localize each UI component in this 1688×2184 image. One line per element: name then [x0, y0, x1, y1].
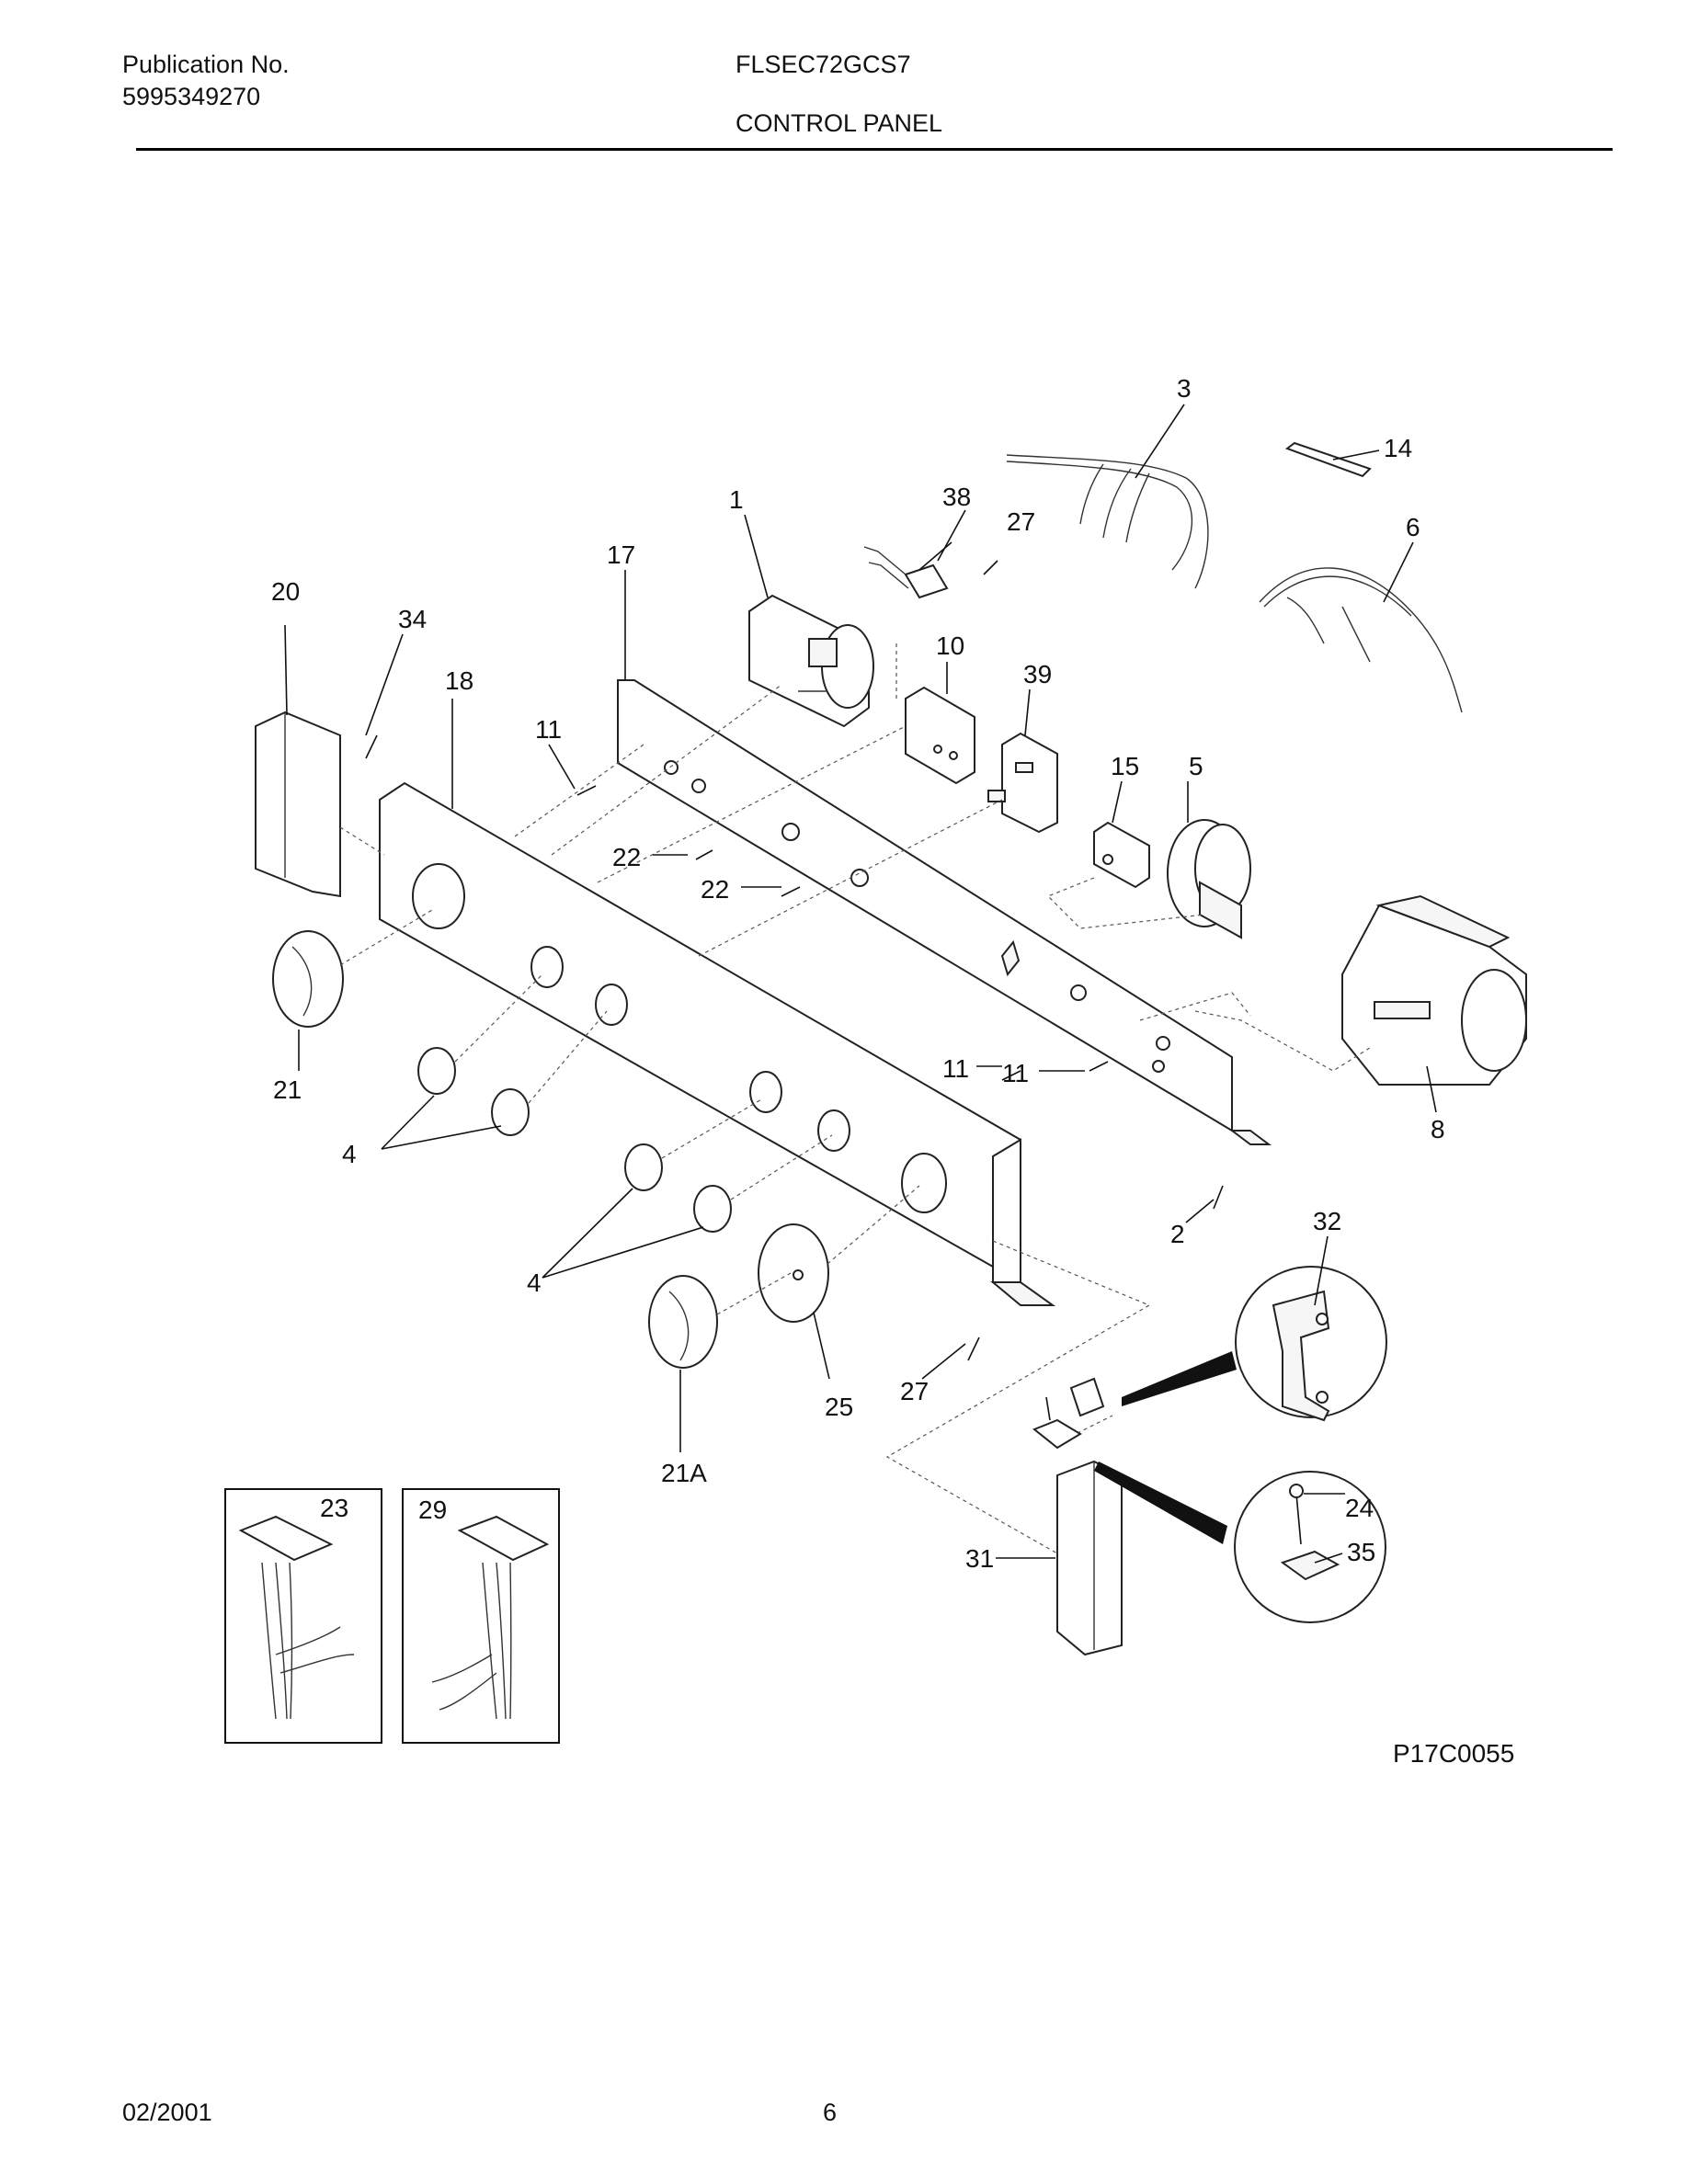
callout-label: 38 — [942, 483, 971, 511]
callout-label: 8 — [1431, 1115, 1445, 1143]
dial-25 — [758, 1223, 829, 1323]
knob-4-c — [624, 1143, 663, 1191]
end-cap-31 — [1056, 1460, 1123, 1656]
figure-code: P17C0055 — [1393, 1739, 1514, 1768]
callout-label: 25 — [825, 1393, 853, 1421]
knob-4-a — [417, 1047, 456, 1095]
rear-bracket — [617, 679, 1272, 1145]
end-cap-20 — [255, 711, 341, 898]
callout-label: 21A — [661, 1459, 707, 1487]
callout-label: 4 — [342, 1140, 357, 1168]
callout-label: 34 — [398, 605, 427, 633]
callout-label: 27 — [900, 1377, 929, 1405]
callout-label: 17 — [607, 540, 635, 569]
callout-label: 15 — [1111, 752, 1139, 780]
page-number: 6 — [823, 2099, 838, 2126]
leader-lines — [284, 404, 1437, 1564]
screws — [365, 560, 1224, 1421]
callout-label: 11 — [535, 715, 562, 744]
timer — [748, 594, 874, 728]
pressure-switch-5 — [1167, 819, 1251, 939]
console-panel — [379, 781, 1056, 1306]
callout-label: 2 — [1170, 1220, 1185, 1248]
inset-harness-29 — [402, 1488, 560, 1744]
callout-label: 27 — [1007, 507, 1035, 536]
callout-label: 1 — [729, 485, 744, 514]
callout-label: 6 — [1406, 513, 1420, 541]
callout-label: 10 — [936, 631, 964, 660]
knob-21 — [272, 930, 344, 1028]
control-15 — [1093, 821, 1150, 889]
section-title: CONTROL PANEL — [736, 109, 943, 137]
callout-label: 29 — [418, 1496, 447, 1524]
inset-harness-23 — [224, 1488, 382, 1744]
assembly-lines — [339, 643, 1371, 1554]
selector-switch-10 — [905, 686, 975, 785]
callout-label: 22 — [612, 843, 641, 871]
callout-label: 4 — [527, 1268, 542, 1297]
wire-jumper-14 — [1284, 441, 1372, 478]
callout-label: 14 — [1384, 434, 1412, 462]
model-number: FLSEC72GCS7 — [736, 51, 911, 78]
knob-21a — [648, 1275, 718, 1369]
switch-38 — [863, 546, 949, 599]
knob-4-b — [491, 1088, 530, 1136]
wire-harness-6 — [1259, 567, 1463, 713]
callout-label: 11 — [1002, 1059, 1029, 1087]
motor-assembly-8 — [1341, 894, 1527, 1086]
callout-label: 20 — [271, 577, 300, 606]
callout-label: 32 — [1313, 1207, 1341, 1235]
knob-4-d — [693, 1185, 732, 1233]
callout-label: 21 — [273, 1075, 302, 1104]
switch-39 — [987, 732, 1058, 834]
publication-label: Publication No. — [122, 51, 290, 78]
callout-label: 39 — [1023, 660, 1052, 688]
callout-labels: 1 2 3 4 4 5 6 8 10 11 11 11 14 15 17 18 … — [271, 374, 1514, 1768]
callout-label: 18 — [445, 666, 473, 695]
header-divider — [136, 148, 1613, 151]
bracket-32 — [1069, 1266, 1387, 1422]
callout-label: 23 — [320, 1494, 348, 1522]
callout-label: 22 — [701, 875, 729, 904]
publication-number: 5995349270 — [122, 83, 261, 110]
callout-label: 24 — [1345, 1494, 1374, 1522]
callout-label: 35 — [1347, 1538, 1375, 1566]
footer-date: 02/2001 — [122, 2099, 212, 2126]
clip-35 — [1032, 1418, 1386, 1623]
callout-label: 5 — [1189, 752, 1203, 780]
callout-label: 31 — [965, 1544, 994, 1573]
callout-label: 3 — [1177, 374, 1192, 403]
wire-harness-3 — [1006, 454, 1209, 589]
callout-label: 11 — [942, 1054, 969, 1083]
